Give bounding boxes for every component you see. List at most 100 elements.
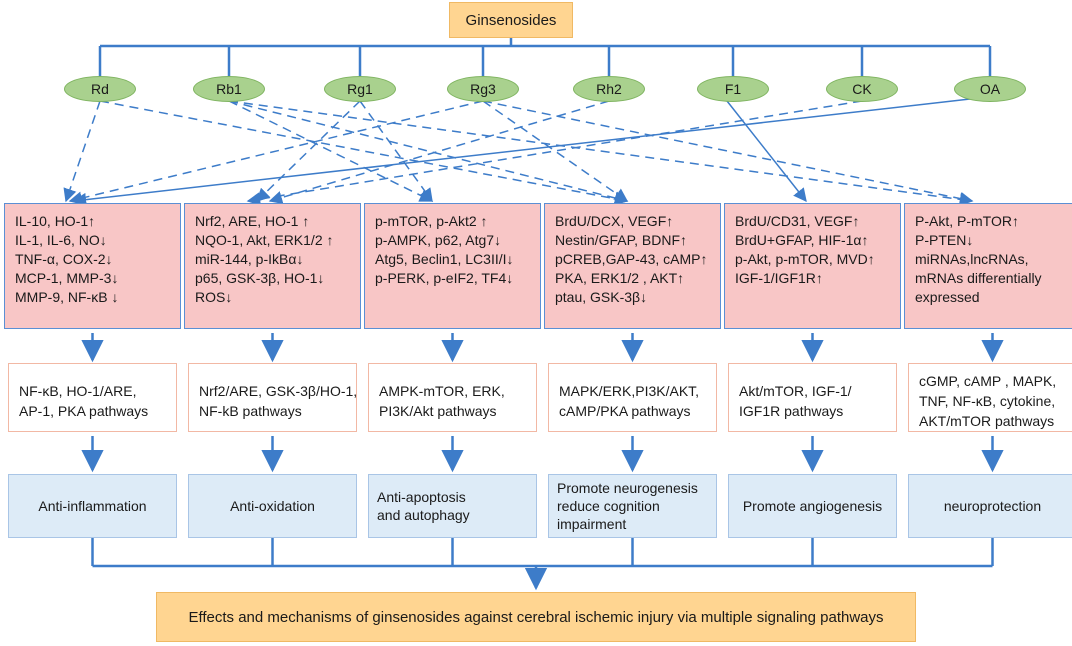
outcome-box-0: Anti-inflammation [8,474,177,538]
solid-link-f1 [726,100,807,203]
ginsenoside-node-label: CK [852,81,872,97]
effect-line: ptau, GSK-3β↓ [555,289,648,305]
solid-link-oa [72,98,971,207]
pathway-box-4: Akt/mTOR, IGF-1/IGF1R pathways [728,363,897,432]
pathway-box-3: MAPK/ERK,PI3K/AKT, cAMP/PKA pathways [548,363,717,432]
pathway-line: MAPK/ERK,PI3K/AKT, [559,382,700,399]
outcome-line: reduce cognition [557,498,660,514]
pathway-line: AP-1, PKA pathways [19,402,149,419]
effect-line: BrdU/CD31, VEGF↑ [735,213,860,229]
effect-box-1: Nrf2, ARE, HO-1 ↑ NQO-1, Akt, ERK1/2 ↑ miR… [184,203,361,329]
outcome-line: impairment [557,516,627,532]
ginsenosides-title-box: Ginsenosides [449,2,573,38]
effect-line: IL-1, IL-6, NO↓ [15,232,107,248]
outcome-box-5: neuroprotection [908,474,1072,538]
pathway-box-2: AMPK-mTOR, ERK, PI3K/Akt pathways [368,363,537,432]
effect-line: BrdU+GFAP, HIF-1α↑ [735,232,869,248]
ginsenoside-node-label: OA [979,81,1001,97]
dashed-link-3 [228,100,629,205]
pathway-box-1: Nrf2/ARE, GSK-3β/HO-1, NF-kB pathways [188,363,357,432]
ginsenoside-node-ck: CK [826,76,898,102]
dashed-link-5 [256,100,361,202]
summary-text: Effects and mechanisms of ginsenosides a… [188,608,884,626]
outcome-box-4: Promote angiogenesis [728,474,897,538]
outcome-line: Anti-inflammation [38,498,147,514]
pathway-line: AKT/mTOR pathways [919,412,1055,429]
pathway-line: Nrf2/ARE, GSK-3β/HO-1, [199,382,358,399]
effect-line: PKA, ERK1/2 , AKT↑ [555,270,685,286]
pathway-box-0: NF-κB, HO-1/ARE, AP-1, PKA pathways [8,363,177,432]
outcome-line: Promote angiogenesis [742,498,883,514]
effect-line: p-PERK, p-eIF2, TF4↓ [375,270,514,286]
outcome-line: neuroprotection [943,498,1042,514]
ginsenoside-node-rb1: Rb1 [193,76,265,102]
ginsenoside-node-label: Rg1 [347,81,373,97]
outcome-line: Promote neurogenesis [557,480,698,496]
effect-line: expressed [915,289,980,305]
effect-line: P-PTEN↓ [915,232,974,248]
outcome-line: and autophagy [377,507,470,523]
ginsenoside-node-label: Rh2 [596,81,622,97]
ginsenoside-node-label: Rd [91,81,109,97]
dashed-link-1 [99,100,629,206]
effect-box-4: BrdU/CD31, VEGF↑ BrdU+GFAP, HIF-1α↑ p-Akt,… [724,203,901,329]
pathway-line: cAMP/PKA pathways [559,402,691,419]
effect-line: p-Akt, p-mTOR, MVD↑ [735,251,875,267]
dashed-link-11 [246,100,863,206]
effect-line: P-Akt, P-mTOR↑ [915,213,1019,229]
effect-line: IGF-1/IGF1R↑ [735,270,823,286]
ginsenoside-node-f1: F1 [697,76,769,102]
pathway-line: Akt/mTOR, IGF-1/ [739,382,852,399]
ginsenosides-title: Ginsenosides [465,11,557,29]
pathway-line: TNF, NF-κB, cytokine, [919,392,1056,409]
effect-line: p-mTOR, p-Akt2 ↑ [375,213,488,229]
effect-line: ROS↓ [195,289,233,305]
dashed-link-0 [63,100,101,203]
pathway-line: NF-kB pathways [199,402,302,419]
effect-line: p-AMPK, p62, Atg7↓ [375,232,502,248]
pathway-line: NF-κB, HO-1/ARE, [19,382,137,399]
effect-line: NQO-1, Akt, ERK1/2 ↑ [195,232,334,248]
effect-box-2: p-mTOR, p-Akt2 ↑ p-AMPK, p62, Atg7↓ Atg5, … [364,203,541,329]
pathway-line: cGMP, cAMP , MAPK, [919,372,1057,389]
effect-line: Nestin/GFAP, BDNF↑ [555,232,688,248]
pathway-line: PI3K/Akt pathways [379,402,497,419]
effect-line: IL-10, HO-1↑ [15,213,96,229]
ginsenoside-node-label: Rb1 [216,81,242,97]
dashed-link-7 [68,100,484,205]
outcome-box-3: Promote neurogenesis reduce cognition impa… [548,474,717,538]
ginsenoside-node-oa: OA [954,76,1026,102]
effect-line: p65, GSK-3β, HO-1↓ [195,270,325,286]
dashed-link-9 [482,100,974,206]
effect-line: MCP-1, MMP-3↓ [15,270,119,286]
outcome-line: Anti-apoptosis [377,489,466,505]
effect-box-5: P-Akt, P-mTOR↑ P-PTEN↓ miRNAs,lncRNAs, mRNA… [904,203,1072,329]
effect-line: mRNAs differentially [915,270,1042,286]
outcome-box-1: Anti-oxidation [188,474,357,538]
effect-line: miR-144, p-IkBα↓ [195,251,304,267]
outcome-box-2: Anti-apoptosis and autophagy [368,474,537,538]
effect-line: Nrf2, ARE, HO-1 ↑ [195,213,310,229]
effect-box-3: BrdU/DCX, VEGF↑ Nestin/GFAP, BDNF↑ pCREB,G… [544,203,721,329]
pathway-line: IGF1R pathways [739,402,844,419]
ginsenoside-node-rg1: Rg1 [324,76,396,102]
dashed-link-4 [228,100,974,207]
ginsenoside-node-label: Rg3 [470,81,496,97]
effect-line: Atg5, Beclin1, LC3II/I↓ [375,251,514,267]
dashed-link-2 [228,100,434,202]
ginsenoside-node-rd: Rd [64,76,136,102]
effect-line: miRNAs,lncRNAs, [915,251,1029,267]
pathway-line: AMPK-mTOR, ERK, [379,382,505,399]
effect-line: TNF-α, COX-2↓ [15,251,113,267]
summary-box: Effects and mechanisms of ginsenosides a… [156,592,916,642]
dashed-link-6 [359,100,433,203]
effect-line: BrdU/DCX, VEGF↑ [555,213,674,229]
ginsenoside-node-label: F1 [724,81,742,97]
ginsenoside-node-rg3: Rg3 [447,76,519,102]
ginsenoside-node-rh2: Rh2 [573,76,645,102]
effect-box-0: IL-10, HO-1↑ IL-1, IL-6, NO↓ TNF-α, COX-2↓… [4,203,181,329]
effect-line: pCREB,GAP-43, cAMP↑ [555,251,708,267]
pathway-box-5: cGMP, cAMP , MAPK, TNF, NF-κB, cytokine, A… [908,363,1072,432]
outcome-line: Anti-oxidation [230,498,315,514]
